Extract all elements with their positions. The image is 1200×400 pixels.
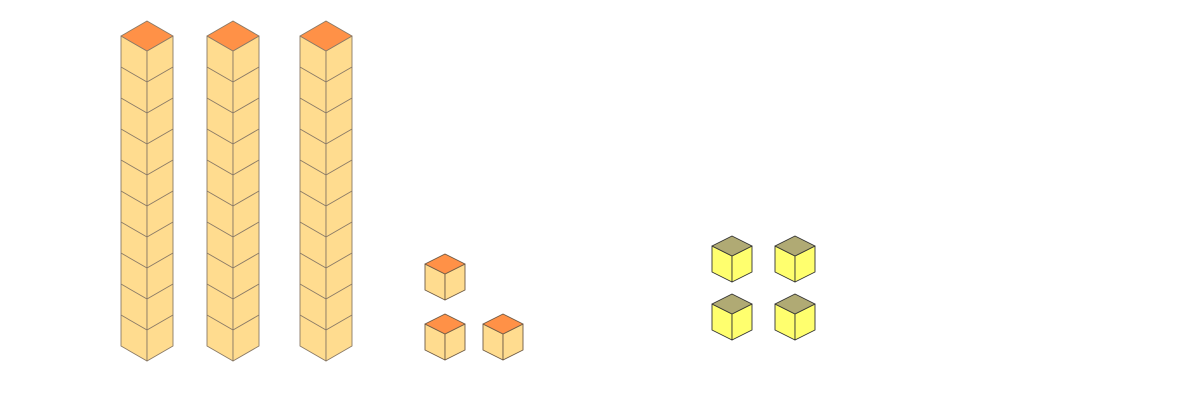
ten-rod-segment-divider [206, 190, 234, 207]
ten-rod-segment-divider [299, 314, 327, 331]
orange-unit-cube-top-face [424, 313, 466, 335]
ten-rod-segment-divider [325, 283, 353, 300]
ten-rod-segment-divider [232, 97, 260, 114]
ten-rod-segment-divider [232, 190, 260, 207]
ten-rod-segment-divider [206, 159, 234, 176]
ten-rod-segment-divider [206, 283, 234, 300]
ten-rod-segment-divider [206, 66, 234, 83]
orange-unit-cubes-group [424, 253, 524, 361]
ten-rod-segment-divider [146, 190, 174, 207]
ten-rod-segment-divider [232, 159, 260, 176]
ten-rod-segment-divider [146, 252, 174, 269]
ten-rod-segment-divider [206, 221, 234, 238]
ten-rod-segment-divider [120, 283, 148, 300]
ten-rod-segment-divider [325, 128, 353, 145]
ten-rod-segment-divider [299, 159, 327, 176]
ten-rod-segment-divider [120, 252, 148, 269]
ten-rod-segment-divider [325, 314, 353, 331]
orange-unit-cube-top-face [424, 253, 466, 275]
ten-rod-segment-divider [325, 221, 353, 238]
orange-unit-cube [482, 313, 524, 361]
ten-rod-segment-divider [325, 190, 353, 207]
ten-rod-segment-divider [232, 283, 260, 300]
yellow-unit-cubes-group [711, 235, 816, 341]
ten-rod-segment-divider [120, 190, 148, 207]
ten-rod-segment-divider [232, 314, 260, 331]
yellow-unit-cube [711, 235, 753, 283]
ten-rod-segment-divider [325, 97, 353, 114]
ten-rod-segment-divider [299, 190, 327, 207]
ten-rod-segment-divider [206, 128, 234, 145]
ten-rod-segment-divider [120, 66, 148, 83]
ten-rod-segment-divider [120, 128, 148, 145]
ten-rod-segment-divider [299, 128, 327, 145]
ten-rod-segment-divider [325, 66, 353, 83]
ten-rod-segment-divider [146, 221, 174, 238]
ten-rod [299, 20, 353, 362]
yellow-unit-cube-top-face [774, 293, 816, 315]
orange-unit-cube [424, 313, 466, 361]
orange-unit-cube [424, 253, 466, 301]
yellow-unit-cube-top-face [711, 293, 753, 315]
ten-rod-segment-divider [299, 252, 327, 269]
ten-rod-segment-divider [232, 128, 260, 145]
ten-rod-segment-divider [120, 97, 148, 114]
ten-rod-segment-divider [299, 221, 327, 238]
ten-rod-segment-divider [120, 221, 148, 238]
ten-rod [206, 20, 260, 362]
ten-rod-segment-divider [232, 66, 260, 83]
ten-rod-segment-divider [146, 283, 174, 300]
ten-rod [120, 20, 174, 362]
ten-rod-segment-divider [120, 159, 148, 176]
yellow-unit-cube [711, 293, 753, 341]
ten-rod-segment-divider [206, 252, 234, 269]
ten-rod-segment-divider [232, 221, 260, 238]
yellow-unit-cube-top-face [774, 235, 816, 257]
ten-rod-segment-divider [206, 97, 234, 114]
yellow-unit-cube [774, 235, 816, 283]
ten-rods-group [120, 20, 353, 362]
ten-rod-segment-divider [146, 159, 174, 176]
ten-rod-segment-divider [146, 97, 174, 114]
ten-rod-segment-divider [120, 314, 148, 331]
ten-rod-segment-divider [146, 314, 174, 331]
ten-rod-top-face [299, 20, 353, 52]
ten-rod-segment-divider [299, 283, 327, 300]
yellow-unit-cube-top-face [711, 235, 753, 257]
ten-rod-segment-divider [232, 252, 260, 269]
orange-unit-cube-top-face [482, 313, 524, 335]
ten-rod-segment-divider [146, 128, 174, 145]
ten-rod-segment-divider [325, 159, 353, 176]
yellow-unit-cube [774, 293, 816, 341]
ten-rod-segment-divider [146, 66, 174, 83]
ten-rod-segment-divider [206, 314, 234, 331]
ten-rod-top-face [120, 20, 174, 52]
ten-rod-segment-divider [299, 66, 327, 83]
ten-rod-segment-divider [299, 97, 327, 114]
ten-rod-segment-divider [325, 252, 353, 269]
ten-rod-top-face [206, 20, 260, 52]
